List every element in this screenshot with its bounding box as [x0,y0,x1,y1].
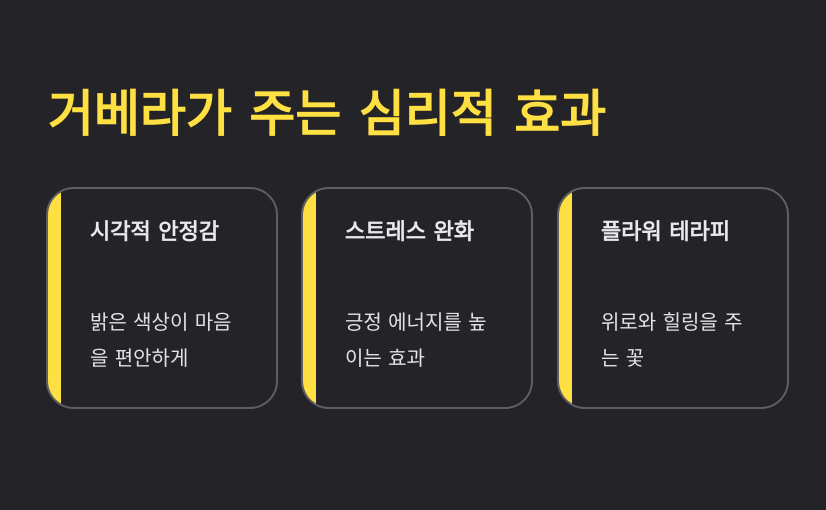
card-description: 긍정 에너지를 높이는 효과 [345,310,487,370]
card-accent-bar [48,189,61,407]
card-title: 스트레스 완화 [345,220,475,245]
effect-card-visual-stability: 시각적 안정감 밝은 색상이 마음을 편안하게 [46,187,278,409]
card-title: 시각적 안정감 [90,220,220,245]
card-description: 밝은 색상이 마음을 편안하게 [90,310,232,370]
effect-card-flower-therapy: 플라워 테라피 위로와 힐링을 주는 꽃 [557,187,789,409]
card-accent-bar [559,189,572,407]
card-accent-bar [303,189,316,407]
card-title: 플라워 테라피 [601,220,731,245]
slide-title: 거베라가 주는 심리적 효과 [48,85,607,143]
effect-card-stress-relief: 스트레스 완화 긍정 에너지를 높이는 효과 [301,187,533,409]
card-description: 위로와 힐링을 주는 꽃 [601,310,743,370]
